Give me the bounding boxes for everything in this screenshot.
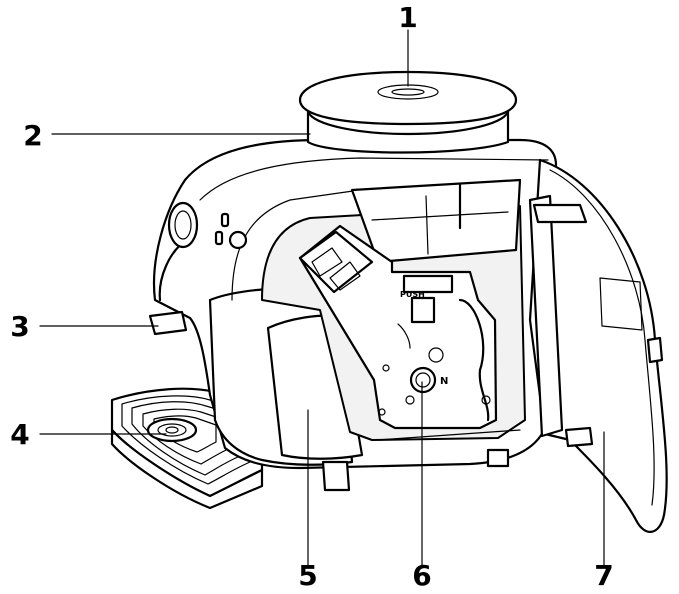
callout-5: 5 [298, 559, 317, 589]
callout-2: 2 [23, 119, 42, 152]
callout-labels: 1 2 3 4 5 6 7 [10, 1, 613, 592]
bean-container-lid [298, 70, 518, 154]
service-door [528, 158, 668, 533]
callout-6: 6 [412, 559, 431, 589]
callout-1: 1 [398, 1, 417, 34]
leader-lines [39, 29, 605, 569]
callout-3: 3 [10, 310, 29, 343]
callout-7: 7 [594, 559, 613, 589]
callout-4: 4 [10, 418, 29, 451]
marker-label: N [440, 376, 448, 387]
push-label: PUSH [400, 290, 425, 299]
inner-tank [350, 178, 522, 264]
brewing-unit: PUSH N [298, 224, 521, 441]
